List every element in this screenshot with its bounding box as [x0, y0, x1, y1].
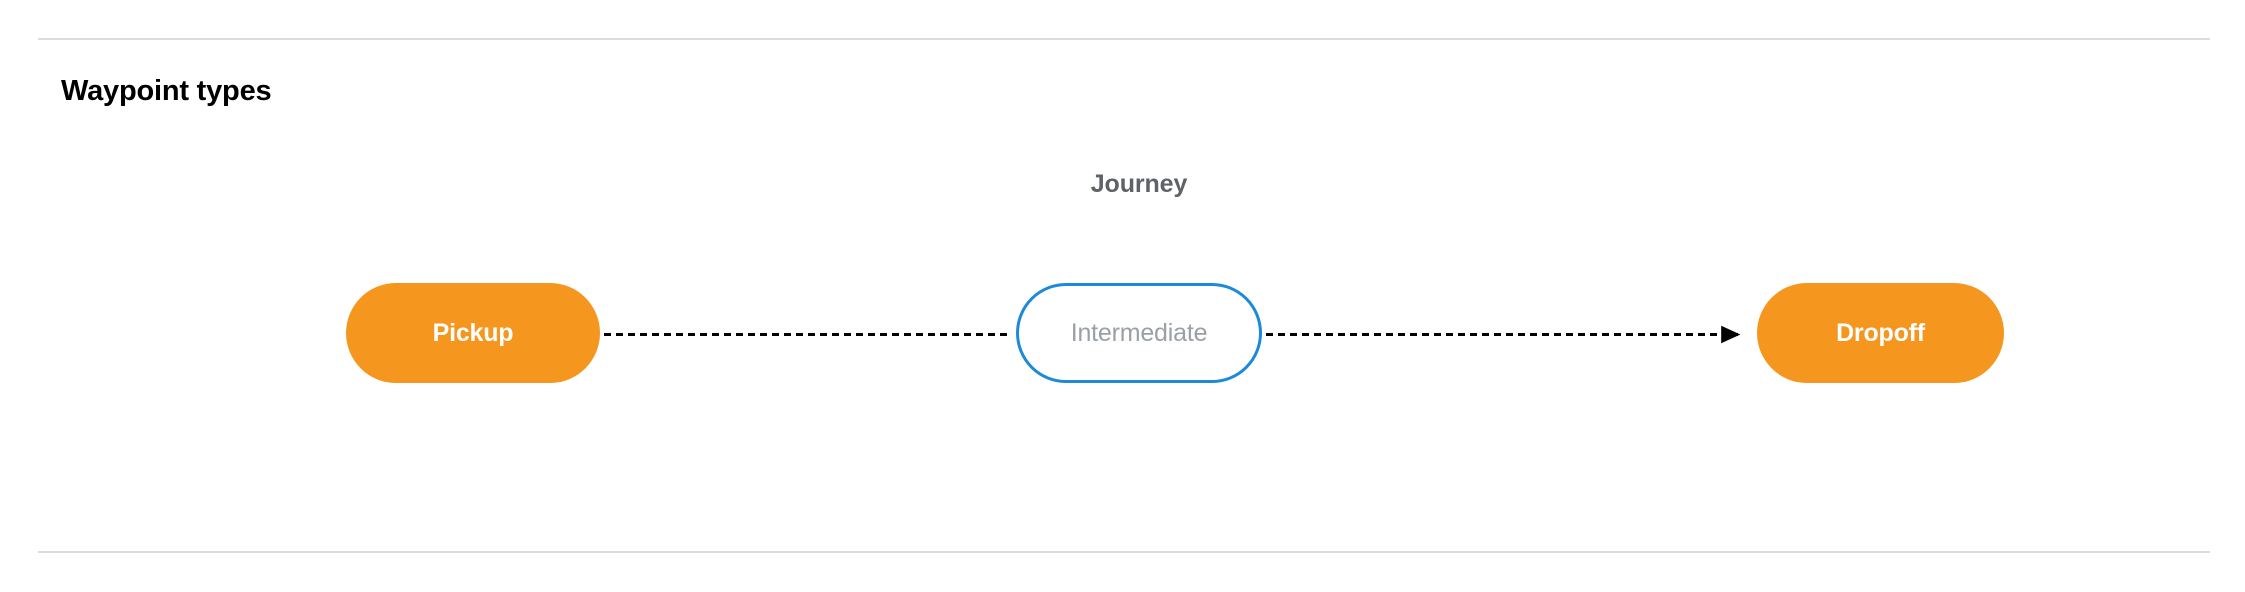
waypoint-node-intermediate-label: Intermediate [1070, 318, 1208, 347]
waypoint-node-dropoff[interactable]: Dropoff [1757, 283, 2004, 383]
divider-top [38, 38, 2210, 40]
waypoint-node-intermediate[interactable]: Intermediate [1016, 283, 1262, 383]
page-title: Waypoint types [61, 75, 272, 107]
waypoint-node-pickup-label: Pickup [432, 318, 514, 347]
waypoint-node-dropoff-label: Dropoff [1836, 318, 1925, 347]
journey-group-label: Journey [1090, 170, 1188, 198]
divider-bottom [38, 551, 2210, 553]
waypoint-node-pickup[interactable]: Pickup [346, 283, 600, 383]
